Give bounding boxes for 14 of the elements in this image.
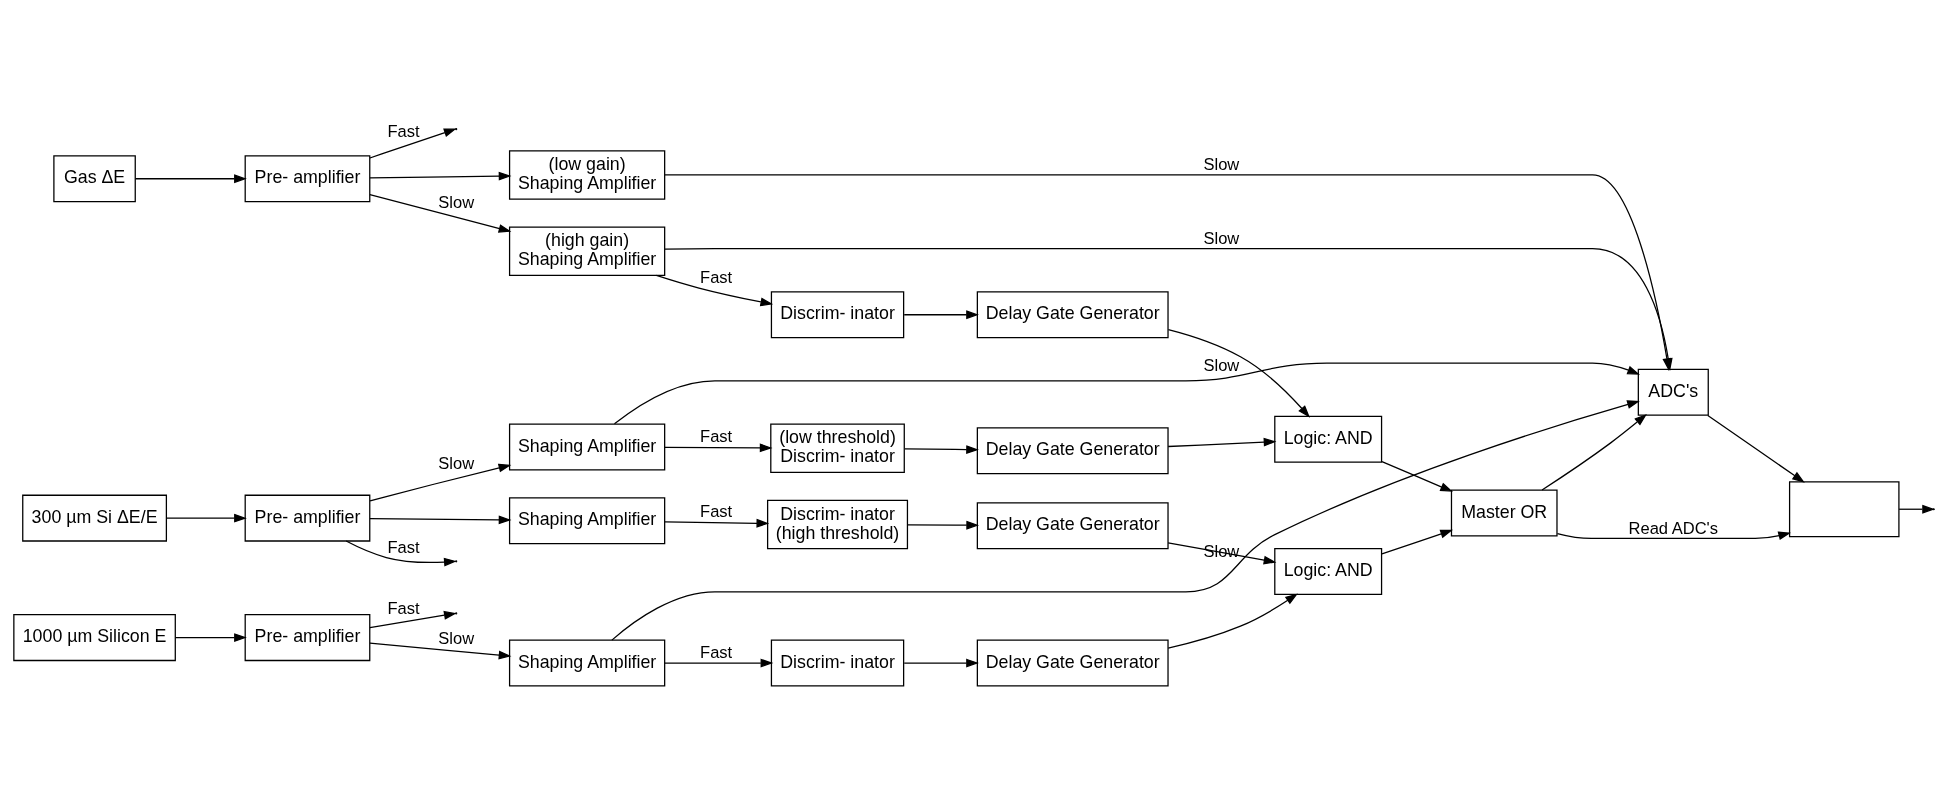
edge-label: Fast: [387, 598, 420, 618]
edge-label: Fast: [700, 426, 733, 446]
edge-label: Slow: [1203, 355, 1240, 375]
edge-label: Slow: [438, 453, 475, 473]
edge-label: Fast: [387, 537, 420, 557]
edge-label: Slow: [1203, 154, 1240, 174]
edge-label: Fast: [700, 642, 733, 662]
edge-label: Fast: [387, 121, 420, 141]
edge-label: Fast: [700, 267, 733, 287]
edge-label: Read ADC's: [1628, 518, 1719, 538]
edge-label: Slow: [438, 192, 475, 212]
edge-label: Fast: [700, 501, 733, 521]
edge-label: Slow: [1203, 228, 1240, 248]
edge-label: Slow: [438, 628, 475, 648]
